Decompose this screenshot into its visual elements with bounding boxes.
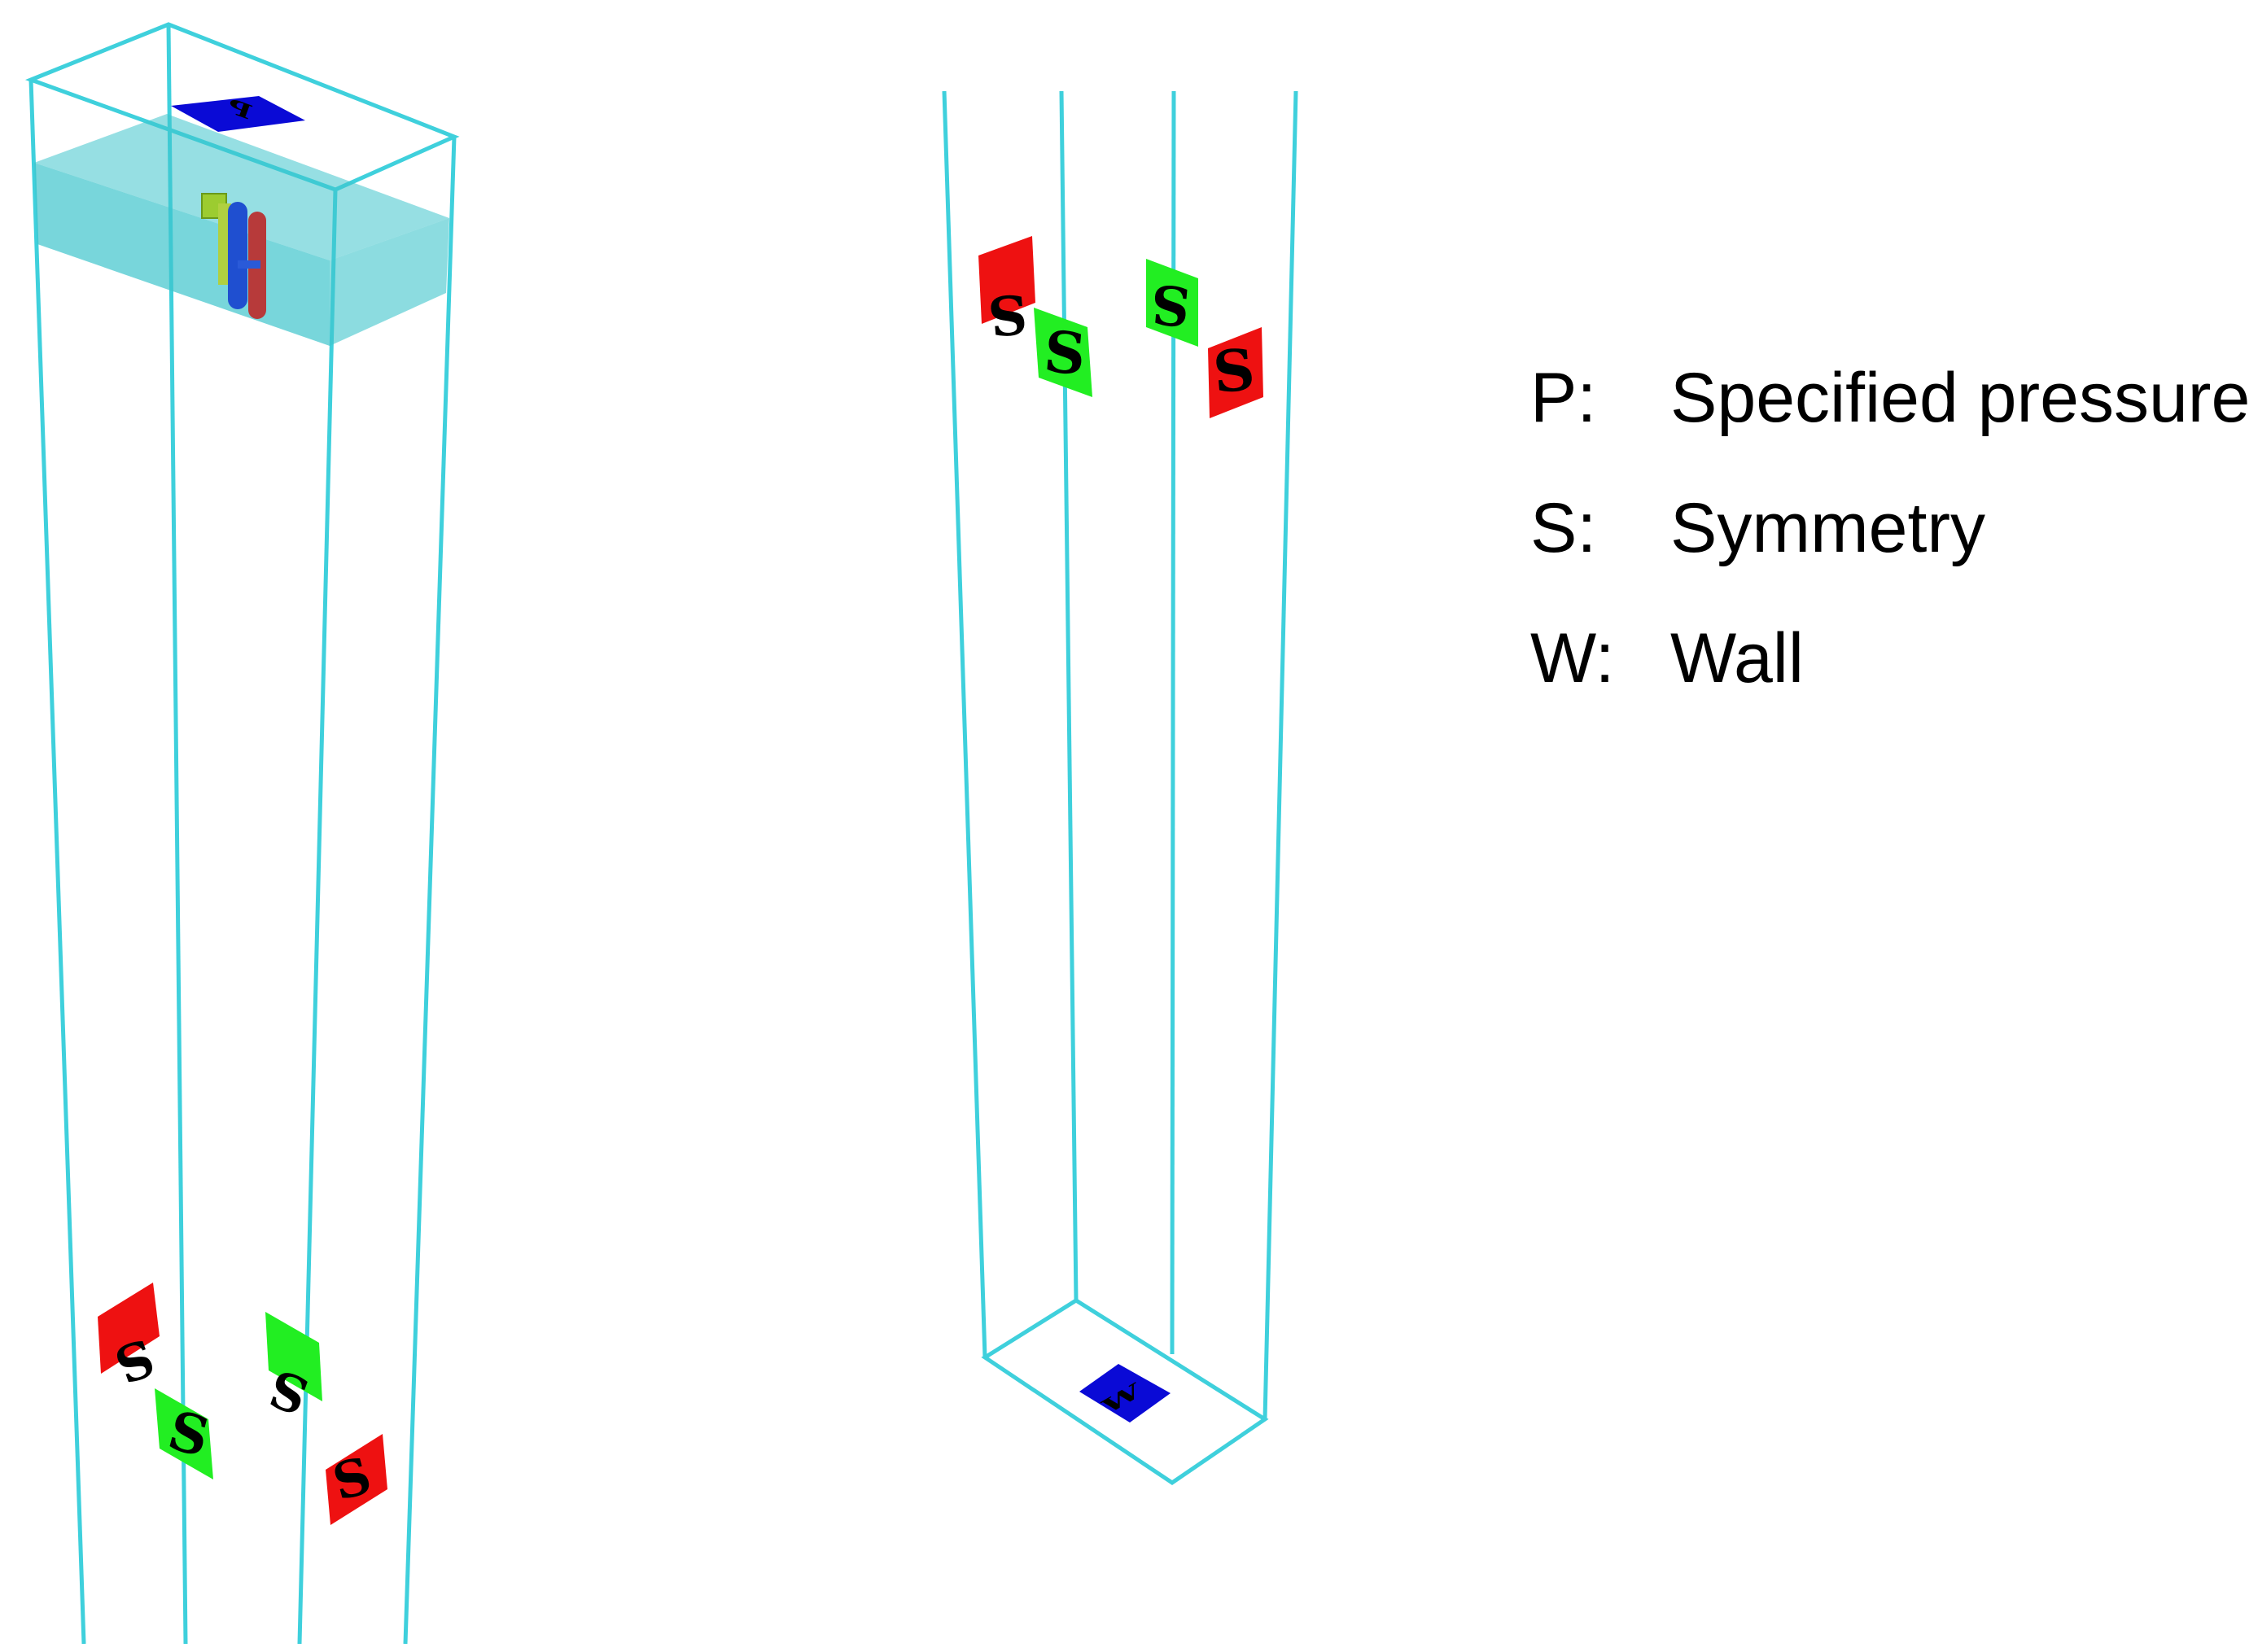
- right-symmetry-tag-red-2-letter: S: [1210, 335, 1258, 406]
- legend-key: W:: [1530, 619, 1615, 697]
- legend-desc: Symmetry: [1670, 489, 1985, 567]
- fan-icon: [201, 193, 266, 319]
- right-symmetry-tag-red-1-letter: S: [986, 282, 1030, 348]
- left-symmetry-tag-red-1: S: [98, 1283, 162, 1395]
- left-pressure-tag: P: [171, 94, 305, 132]
- right-edge-back-left: [1059, 90, 1079, 1301]
- right-symmetry-tag-green-1: S: [1146, 259, 1198, 347]
- right-wall-tag: W: [1079, 1364, 1171, 1423]
- fan-block-top: [34, 114, 449, 260]
- left-edge-front-left: [28, 79, 86, 1645]
- legend-key: S:: [1530, 489, 1597, 567]
- left-symmetry-tag-green-2: S: [155, 1388, 216, 1479]
- left-symmetry-tag-green-1: S: [261, 1312, 322, 1426]
- legend-desc: Wall: [1670, 619, 1805, 697]
- legend-desc: Specified pressure: [1670, 359, 2251, 437]
- right-symmetry-tag-green-2-letter: S: [1041, 317, 1088, 388]
- fan-block-side: [330, 218, 449, 346]
- right-bottom-face: [981, 1298, 1269, 1486]
- left-edge-front-right: [297, 189, 338, 1645]
- left-domain-model: [24, 22, 460, 1645]
- right-edge-front-left: [942, 90, 987, 1358]
- right-symmetry-tag-red-1: S: [978, 236, 1035, 348]
- right-symmetry-tag-green-1-letter: S: [1149, 272, 1192, 339]
- legend-key: P:: [1530, 359, 1597, 437]
- left-symmetry-tag-red-2: S: [326, 1434, 387, 1525]
- left-edge-back-left: [166, 24, 188, 1645]
- right-edge-front-right: [1262, 90, 1298, 1420]
- right-symmetry-tag-green-2: S: [1034, 308, 1092, 397]
- left-edge-back-right: [403, 136, 457, 1645]
- right-symmetry-tag-red-2: S: [1208, 327, 1263, 418]
